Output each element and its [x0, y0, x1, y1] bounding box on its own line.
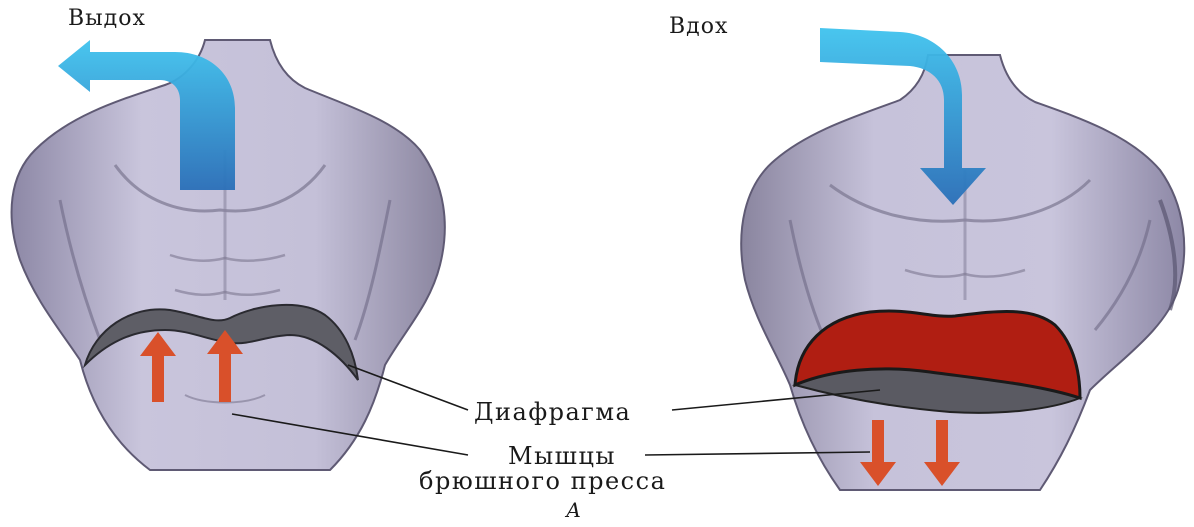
exhale-label: Выдох: [68, 6, 146, 31]
diaphragm-label: Диафрагма: [474, 398, 631, 426]
inhale-label: Вдох: [669, 14, 728, 39]
figure-letter: А: [566, 498, 581, 522]
abdominal-label-line2: брюшного пресса: [419, 467, 666, 495]
abdominal-label-line1: Мышцы: [508, 442, 616, 470]
torso-right: [741, 55, 1184, 490]
